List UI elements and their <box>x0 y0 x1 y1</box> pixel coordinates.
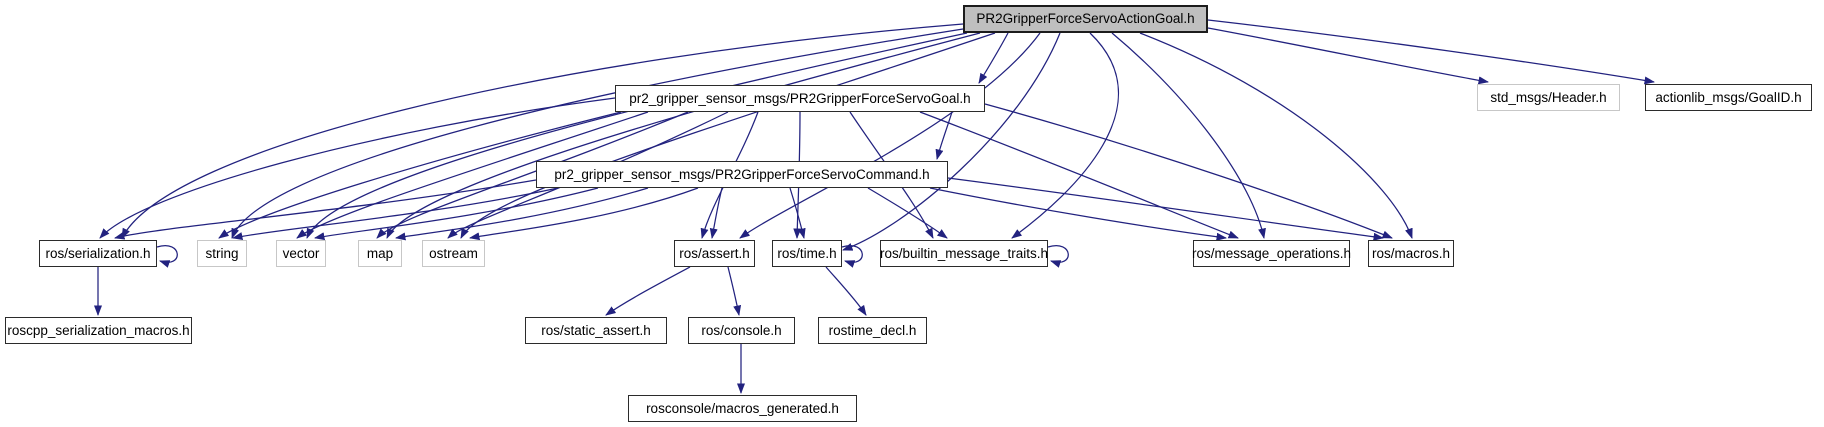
edge-actiongoal-ostream <box>460 32 996 239</box>
edge-goal-command <box>935 111 953 160</box>
node-builtin[interactable]: ros/builtin_message_traits.h <box>880 240 1048 267</box>
edge-command-macros <box>947 177 1384 241</box>
edge-command-builtin <box>867 187 948 239</box>
node-actiongoal[interactable]: PR2GripperForceServoActionGoal.h <box>963 5 1208 33</box>
edge-command-map <box>395 187 649 241</box>
node-serialization[interactable]: ros/serialization.h <box>39 240 157 267</box>
node-staticassert[interactable]: ros/static_assert.h <box>525 317 667 344</box>
node-macros[interactable]: ros/macros.h <box>1368 240 1454 267</box>
node-vector: vector <box>276 240 326 267</box>
edge-command-ostream <box>469 187 699 241</box>
node-ostream: ostream <box>422 240 485 267</box>
edge-builtin-builtin <box>1047 245 1069 268</box>
edge-actiongoal-builtin <box>1011 32 1120 239</box>
edge-actiongoal-vector <box>306 32 968 239</box>
edge-actiongoal-time <box>842 32 1061 251</box>
edge-assert-staticassert <box>605 266 691 316</box>
edge-goal-msgops <box>919 111 1239 239</box>
edge-actiongoal-assert <box>739 32 1041 239</box>
edge-goal-string <box>218 111 622 239</box>
edge-actiongoal-header <box>1207 27 1489 85</box>
edge-assert-console <box>727 266 742 316</box>
edge-actiongoal-string <box>231 28 964 239</box>
node-goal[interactable]: pr2_gripper_sensor_msgs/PR2GripperForceS… <box>615 85 985 112</box>
node-map: map <box>358 240 402 267</box>
edge-command-assert <box>709 187 723 239</box>
node-goalid[interactable]: actionlib_msgs/GoalID.h <box>1645 84 1812 111</box>
edge-command-string <box>232 187 559 241</box>
node-msgops[interactable]: ros/message_operations.h <box>1192 240 1351 267</box>
edge-goal-serialization <box>99 97 616 239</box>
edge-goal-map <box>376 111 689 239</box>
edge-time-rostimedecl <box>825 266 867 316</box>
edge-actiongoal-serialization <box>121 23 964 239</box>
edge-goal-ostream <box>447 111 729 239</box>
edge-actiongoal-macros <box>1139 32 1413 239</box>
node-string: string <box>197 240 247 267</box>
edge-serialization-serialization <box>156 245 178 268</box>
node-roscppser[interactable]: roscpp_serialization_macros.h <box>5 317 192 344</box>
node-rosconsolemacros[interactable]: rosconsole/macros_generated.h <box>628 395 857 422</box>
node-rostimedecl[interactable]: rostime_decl.h <box>818 317 927 344</box>
edge-command-serialization <box>114 179 537 240</box>
edge-goal-vector <box>296 111 649 239</box>
node-assert[interactable]: ros/assert.h <box>674 240 755 267</box>
edge-goal-macros <box>984 103 1393 239</box>
edge-actiongoal-goal <box>978 32 1009 84</box>
edge-actiongoal-goalid <box>1207 19 1655 85</box>
node-console[interactable]: ros/console.h <box>688 317 795 344</box>
edge-command-time <box>789 187 806 239</box>
node-command[interactable]: pr2_gripper_sensor_msgs/PR2GripperForceS… <box>536 161 948 188</box>
node-time[interactable]: ros/time.h <box>772 240 842 267</box>
edge-actiongoal-msgops <box>1111 32 1266 239</box>
edge-command-msgops <box>929 187 1227 241</box>
edge-actiongoal-map <box>386 32 981 239</box>
node-header: std_msgs/Header.h <box>1477 84 1620 111</box>
edge-time-time <box>841 245 863 268</box>
edge-command-vector <box>314 187 599 241</box>
